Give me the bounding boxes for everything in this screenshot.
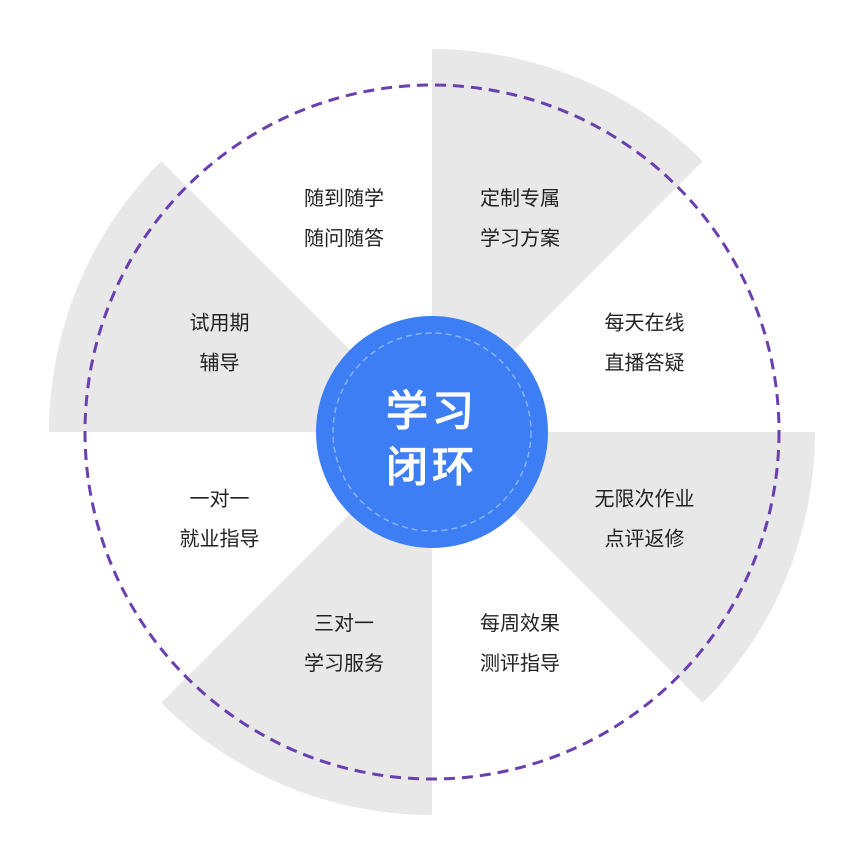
shaded-sector — [49, 161, 432, 432]
shaded-sector — [432, 432, 815, 703]
segment-label-1-1: 定制专属 — [480, 186, 560, 210]
center-title-line-1: 学习 — [386, 387, 478, 436]
center-disc — [316, 316, 548, 548]
sector-layer — [49, 49, 815, 815]
segment-label-2-2: 直播答疑 — [604, 350, 684, 374]
center-inner-dashed-ring — [332, 332, 532, 532]
segment-label-8-2: 随问随答 — [304, 226, 384, 250]
segment-label-3-1: 无限次作业 — [594, 487, 694, 511]
shaded-sector — [161, 432, 432, 815]
segment-label-4-1: 每周效果 — [480, 611, 560, 635]
segment-label-3-2: 点评返修 — [604, 527, 684, 551]
segment-label-6-2: 就业指导 — [180, 527, 260, 551]
segment-label-4-2: 测评指导 — [480, 651, 560, 675]
segment-label-6-1: 一对一 — [190, 487, 250, 511]
segment-label-7-2: 辅导 — [200, 350, 240, 374]
segment-label-1-2: 学习方案 — [480, 226, 560, 250]
dashed-ring — [83, 83, 781, 781]
shaded-sector — [432, 49, 703, 432]
segment-label-5-2: 学习服务 — [304, 651, 384, 675]
center-title-line-2: 闭环 — [386, 443, 478, 492]
segment-label-8-1: 随到随学 — [304, 186, 384, 210]
segment-label-7-1: 试用期 — [190, 310, 250, 334]
segment-label-2-1: 每天在线 — [604, 310, 684, 334]
segment-label-5-1: 三对一 — [314, 611, 374, 635]
